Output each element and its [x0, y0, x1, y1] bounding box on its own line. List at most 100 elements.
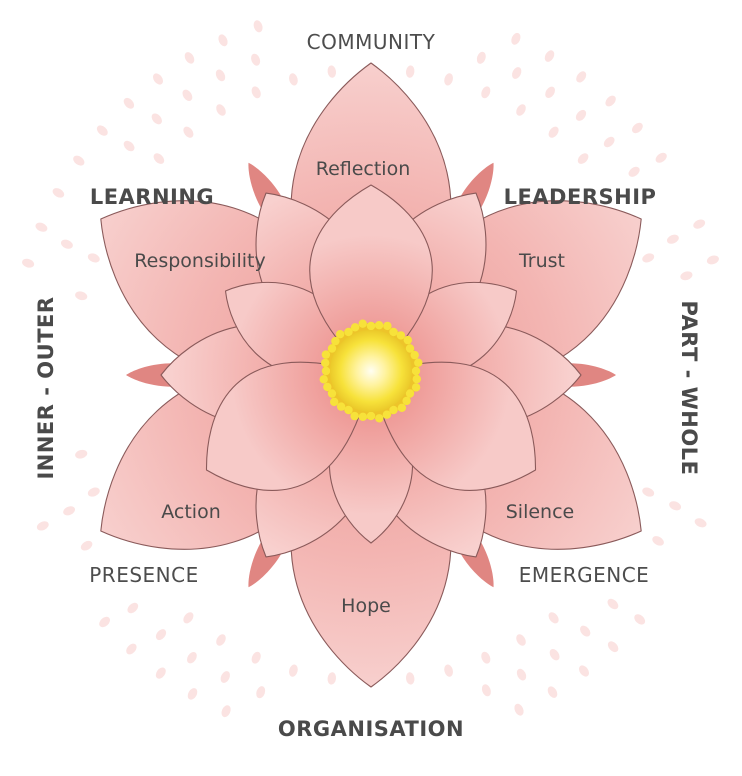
center-fringe-bead	[358, 412, 368, 421]
center-fringe-bead	[375, 414, 384, 423]
center-fringe-bead	[366, 321, 376, 331]
decorative-dot	[693, 219, 706, 229]
decorative-dot	[253, 20, 263, 33]
decorative-dot	[22, 258, 35, 268]
decorative-dot	[215, 69, 226, 82]
decorative-dot	[580, 625, 591, 637]
decorative-dot	[706, 255, 719, 265]
decorative-dot	[652, 536, 664, 546]
center-fringe-bead	[414, 358, 423, 367]
decorative-dot	[75, 291, 88, 301]
decorative-dot	[96, 125, 108, 136]
decorative-dot	[99, 616, 110, 628]
decorative-dot	[289, 664, 298, 677]
center-fringe-bead	[382, 410, 392, 419]
decorative-dot	[444, 664, 453, 677]
center-fringe-bead	[344, 327, 353, 337]
center-fringe-bead	[336, 402, 346, 411]
decorative-dot	[221, 705, 231, 718]
center-fringe-bead	[411, 383, 421, 392]
decorative-dot	[151, 113, 162, 125]
decorative-dot	[605, 95, 616, 107]
decorative-dot	[603, 136, 615, 148]
decorative-dot	[251, 53, 261, 66]
outer-label-presence: PRESENCE	[89, 563, 199, 587]
decorative-dot	[544, 50, 555, 62]
decorative-dot	[642, 253, 655, 263]
decorative-dot	[481, 86, 491, 99]
decorative-dot	[127, 602, 139, 614]
decorative-dot	[694, 518, 707, 528]
decorative-dot	[327, 672, 337, 685]
decorative-dot	[251, 86, 261, 99]
decorative-dot	[187, 688, 198, 700]
decorative-dot	[87, 487, 100, 497]
decorative-dot	[216, 634, 226, 646]
petal-label-reflection: Reflection	[316, 158, 411, 180]
decorative-dot	[256, 686, 266, 699]
petal-label-trust: Trust	[518, 250, 565, 272]
center-fringe-bead	[323, 382, 332, 392]
decorative-dot	[182, 89, 193, 101]
decorative-dot	[220, 671, 230, 683]
decorative-dot	[655, 152, 667, 163]
decorative-dot	[444, 73, 453, 86]
center-fringe-bead	[402, 396, 411, 406]
center-fringe-bead	[321, 350, 331, 359]
decorative-dot	[547, 686, 558, 698]
decorative-dot	[126, 643, 137, 655]
decorative-dot	[545, 86, 555, 98]
petal-label-responsibility: Responsibility	[134, 250, 265, 272]
decorative-dot	[516, 634, 526, 646]
center-fringe-bead	[389, 405, 398, 415]
center-fringe-bead	[321, 366, 331, 376]
decorative-dot	[87, 253, 100, 263]
decorative-dot	[634, 614, 646, 625]
decorative-dot	[669, 501, 682, 511]
decorative-dot	[187, 652, 197, 664]
decorative-dot	[216, 104, 226, 116]
center-fringe-bead	[405, 389, 415, 398]
center-fringe-bead	[405, 344, 415, 353]
center-fringe-bead	[397, 403, 407, 412]
decorative-dot	[184, 52, 195, 64]
decorative-dot	[153, 153, 165, 164]
center-fringe-bead	[412, 374, 421, 384]
decorative-dot	[607, 598, 619, 610]
center-fringe-bead	[327, 389, 337, 398]
decorative-dot	[52, 188, 65, 198]
decorative-dot	[75, 449, 88, 459]
decorative-dot	[183, 126, 194, 138]
decorative-dot	[183, 612, 194, 624]
decorative-dot	[36, 521, 49, 531]
decorative-dot	[80, 540, 93, 551]
outer-label-learning: LEARNING	[90, 185, 214, 209]
center-fringe-bead	[321, 358, 330, 368]
decorative-dot	[123, 140, 135, 152]
decorative-dot	[575, 109, 587, 121]
decorative-dot	[516, 668, 527, 681]
decorative-dot	[548, 126, 559, 138]
decorative-dot	[73, 155, 85, 166]
outer-label-community: COMMUNITY	[307, 30, 436, 54]
decorative-dot	[607, 641, 619, 653]
outer-label-organisation: ORGANISATION	[278, 717, 464, 741]
decorative-dot	[628, 166, 640, 177]
decorative-dot	[516, 104, 526, 116]
decorative-dot	[63, 506, 76, 516]
center-fringe-bead	[350, 411, 359, 421]
center-fringe-bead	[383, 321, 392, 331]
decorative-dot	[289, 73, 298, 86]
decorative-dot	[481, 684, 491, 697]
center-fringe-bead	[389, 327, 398, 337]
decorative-dot	[60, 239, 73, 249]
center-fringe-bead	[319, 375, 328, 384]
decorative-dot	[251, 651, 261, 664]
decorative-dot	[511, 32, 521, 45]
lotus-center	[319, 319, 423, 423]
decorative-dot	[327, 65, 337, 78]
outer-label-leadership: LEADERSHIP	[504, 185, 657, 209]
center-fringe	[319, 319, 423, 423]
center-glow	[330, 330, 412, 412]
decorative-dot	[642, 487, 655, 497]
